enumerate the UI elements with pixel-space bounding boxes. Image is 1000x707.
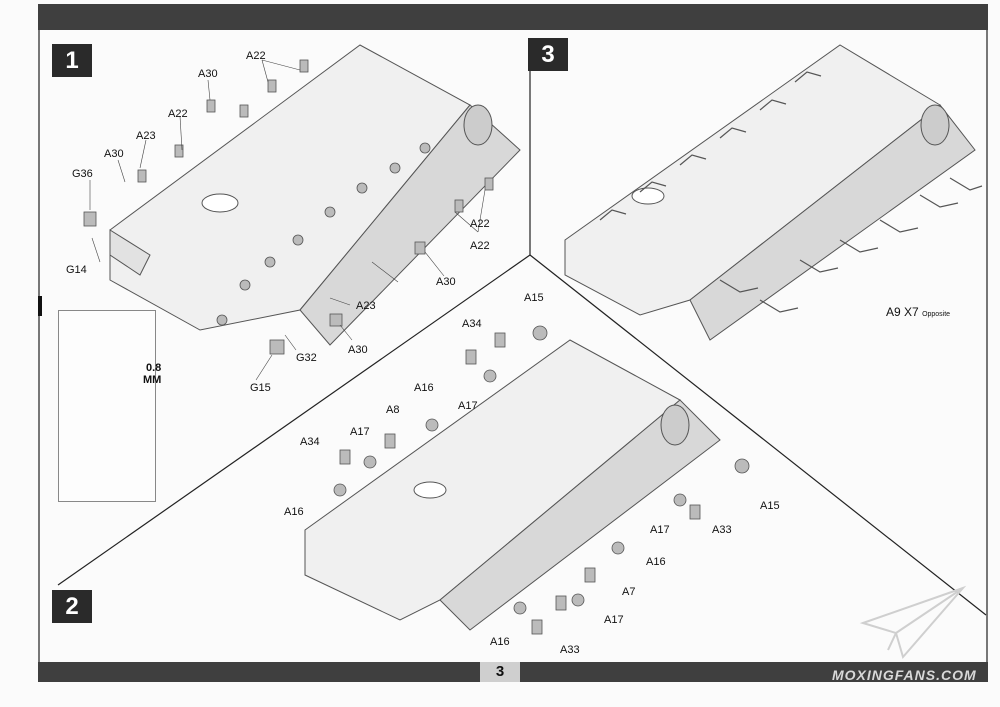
- part-label: A33: [560, 644, 580, 656]
- part-label: G15: [250, 382, 271, 394]
- part-label: A23: [136, 130, 156, 142]
- part-label: A30: [198, 68, 218, 80]
- left-rule: [38, 30, 40, 662]
- part-label: G36: [72, 168, 93, 180]
- quantity-label: X7: [904, 305, 919, 319]
- step2-hull: [304, 339, 721, 631]
- part-label: A33: [712, 524, 732, 536]
- part-label: A15: [760, 500, 780, 512]
- paper-plane-logo: [859, 585, 967, 660]
- part-label: A22: [246, 50, 266, 62]
- step3-callout: A9 X7 Opposite: [886, 306, 950, 321]
- right-rule: [986, 30, 988, 662]
- part-label: A17: [604, 614, 624, 626]
- part-label: A22: [168, 108, 188, 120]
- part-label: A30: [348, 344, 368, 356]
- part-label: A17: [458, 400, 478, 412]
- measure-value: 0.8: [146, 362, 162, 374]
- part-label: A9: [886, 305, 901, 319]
- step3-hull: [564, 44, 976, 341]
- part-label: A16: [646, 556, 666, 568]
- part-label: A30: [436, 276, 456, 288]
- part-label: A34: [462, 318, 482, 330]
- part-label: A30: [104, 148, 124, 160]
- part-label: A16: [490, 636, 510, 648]
- header-bar: [38, 4, 988, 30]
- part-label: A17: [350, 426, 370, 438]
- part-label: A7: [622, 586, 636, 598]
- detail-inset: [58, 310, 156, 502]
- opposite-note: Opposite: [922, 311, 951, 318]
- part-label: G14: [66, 264, 87, 276]
- part-label: A17: [650, 524, 670, 536]
- part-label: G32: [296, 352, 317, 364]
- site-watermark: MOXINGFANS.COM: [832, 667, 977, 683]
- step-1-badge: 1: [52, 44, 92, 77]
- part-label: A15: [524, 292, 544, 304]
- step-3-badge: 3: [528, 38, 568, 71]
- part-label: A16: [284, 506, 304, 518]
- step-2-badge: 2: [52, 590, 92, 623]
- measure-unit: MM: [143, 374, 162, 386]
- step1-hull: [109, 44, 521, 346]
- registration-mark: [38, 296, 42, 316]
- part-label: A22: [470, 218, 490, 230]
- page-number: 3: [480, 662, 520, 682]
- part-label: A22: [470, 240, 490, 252]
- part-label: A34: [300, 436, 320, 448]
- part-label: A23: [356, 300, 376, 312]
- part-label: A16: [414, 382, 434, 394]
- part-label: A8: [386, 404, 400, 416]
